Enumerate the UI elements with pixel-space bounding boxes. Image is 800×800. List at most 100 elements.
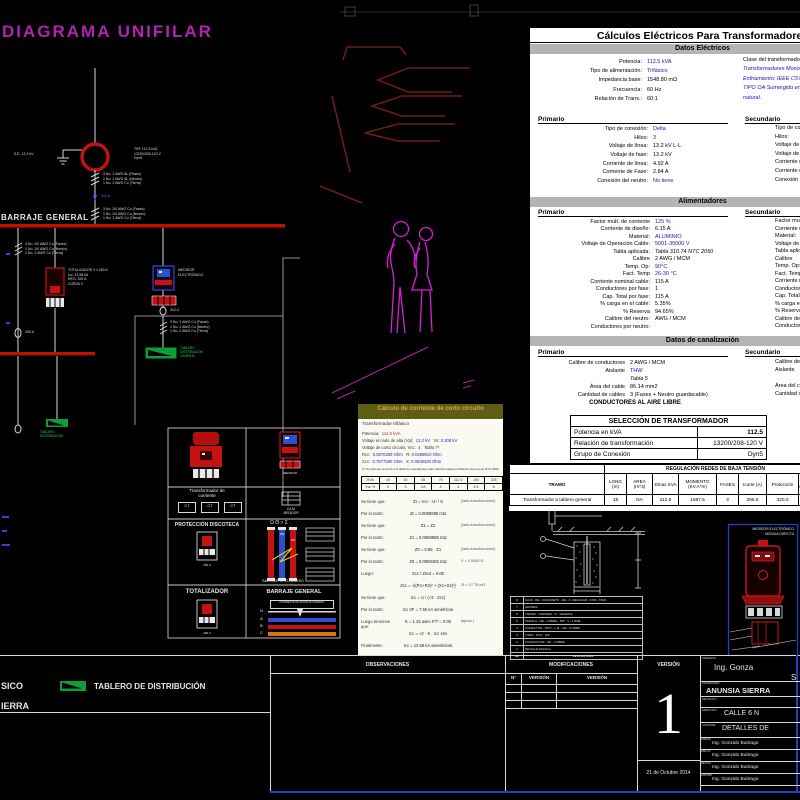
legend-fragment-1: SICO (1, 681, 24, 691)
alimentadores-band: Alimentadores (530, 197, 800, 207)
version-header: VERSIÓN (657, 662, 680, 668)
feeder-bt-label: 3 No. 2/0 AWG Cu (Fases)1 No. 2/0 AWG Cu… (103, 207, 146, 221)
meter-detail-drawing (727, 523, 799, 657)
ground-icon (57, 150, 69, 165)
breaker-symbol (45, 267, 65, 307)
presenta-name-2: S (791, 673, 797, 682)
primario-header: Primario (538, 116, 728, 124)
node-icon (14, 424, 22, 434)
legend-fragment-2: IERRA (1, 701, 30, 711)
sign-name: Ing. Gonzalo Buitrago (712, 777, 759, 782)
viewport-outline (134, 257, 300, 497)
grounding-detail-drawing (540, 509, 645, 594)
sheet-mark-icon (469, 4, 479, 17)
date: 21 de Octubre 2014 (646, 770, 691, 776)
bus-drops (14, 228, 168, 425)
phase-a: A (260, 616, 263, 621)
source-label: S.E. 13.2 kV (14, 152, 34, 156)
current-label: 312 A (101, 194, 110, 198)
conexion-secundario-rows: Tipo de conexión:Hilos: Voltaje de línea… (775, 125, 800, 183)
totalizador-title: TOTALIZADOR (185, 589, 229, 595)
feeder-g3-label: 3 No. 2/0 AWG Cu (Fases)1 No. 2/0 AWG Cu… (25, 242, 68, 256)
feeder-g4-label: 3 No. 2 AWG Cu (Fases)1 No. 2 AWG Cu (Ne… (170, 320, 210, 334)
legend-totalizador-symbol (196, 599, 218, 629)
ct-box: CT (178, 502, 196, 513)
barraje-secundario-title: BARRAJE SECUNDARIO (262, 579, 304, 583)
sign-role: DIBUJÓ (701, 750, 711, 753)
propietario-name: ANUNSIA SIERRA (706, 686, 771, 695)
bus-general-label: BARRAJE GENERAL (1, 213, 89, 222)
node-icon (159, 306, 167, 316)
contiene-value: DETALLES DE (722, 725, 769, 732)
legend-barraje-general-symbol (268, 609, 336, 636)
version-number: 1 (654, 681, 683, 746)
datos-left-rows: Potencia:112.5 kVA Tipo de alimentación:… (589, 58, 678, 103)
totalizador-rating: 400 A (203, 631, 211, 635)
legend-meter-label: MEDIDOR (282, 471, 298, 475)
sheet-mark-icon (344, 6, 356, 17)
electrical-calcs-table: Cálculos Eléctricos Para Transformadores… (530, 28, 800, 463)
phase-c: C (260, 630, 263, 635)
sign-name: Ing. Gonzalo Buitrago (712, 765, 759, 770)
node2-label: 312 A (170, 308, 179, 312)
secundario-header: Secundario (745, 116, 800, 124)
canal-note: CONDUCTORES AL AIRE LIBRE (589, 400, 681, 406)
drawing-title: DIAGRAMA UNIFILAR (2, 22, 213, 41)
distribution-panel-icon (60, 681, 86, 691)
short-circuit-title: Cálculo de corriente de corto circuito (358, 404, 503, 419)
mod-col-v2: VERSIÓN (586, 675, 608, 680)
phase-b: B (260, 623, 263, 628)
sign-name: Ing. Gonzalo Buitrago (712, 753, 759, 758)
person-silhouette (386, 220, 434, 334)
main-bus-bar (0, 224, 285, 228)
canal-primario-header: Primario (538, 349, 728, 357)
viewport-border (270, 791, 800, 793)
sign-role: DISEÑÓ (701, 738, 711, 741)
legend-tablero-label: TABLERO DE DISTRIBUCIÓN (94, 682, 206, 691)
phase-n: N (260, 608, 263, 613)
distribution-panel-icon (46, 419, 68, 427)
ct-box: CT (201, 502, 219, 513)
alim-primario-header: Primario (538, 209, 728, 217)
conexion-primario-rows: Tipo de conexión:Delta Hilos:3 Voltaje d… (597, 126, 682, 184)
regulacion-table: REGULACIÓN REDES DE BAJA TENSIÓN TRAMO L… (509, 464, 800, 506)
legend-barraje-secundario-symbol (267, 527, 335, 582)
short-circuit-sheet: Cálculo de corriente de corto circuito T… (358, 404, 503, 656)
proyecto-label: PROYECTO (702, 698, 717, 701)
direccion-label: DIRECCIÓN (702, 709, 717, 712)
distribution-panel-icon (145, 347, 177, 359)
sign-role: REVISÓ (701, 762, 711, 765)
mod-col-v1: VERSIÓN (528, 675, 550, 680)
proteccion-title: PROTECCIÓN DISCOTECA (174, 522, 240, 528)
node1-label: 400 A (25, 330, 34, 334)
alim-secundario-header: Secundario (745, 209, 800, 217)
presenta-name: Ing. Gonza (714, 663, 754, 672)
feeder-mt-label: 3 No. 2 AWG AL (Fases)1 No. 2 AWG AL (Ne… (103, 172, 143, 186)
calc-subtitle: Transformador trifásico (362, 421, 410, 426)
calcs-title: Cálculos Eléctricos Para Transformadores (596, 30, 800, 42)
calc-footnote: (*) Tomado de acuerdo a la tabla de impe… (362, 467, 499, 471)
alim-secundario-rows: Factor mult. de corrienteCorriente de di… (775, 218, 800, 329)
legend-proteccion-symbol (196, 531, 218, 561)
presenta-label: PRESENTA (702, 657, 716, 660)
modificaciones-header: MODIFICACIONES (549, 662, 593, 668)
canalizacion-band: Datos de canalización (530, 336, 800, 346)
magenta-marks (331, 346, 475, 400)
bg-note: CORRIENTE DE BARRAJE GENERAL (270, 600, 334, 609)
datos-right-rows: Clase del transformador : Transformadore… (743, 57, 800, 101)
sign-name: Ing. Gonzalo Buitrago (712, 741, 759, 746)
contiene-label: CONTIENE (702, 724, 716, 727)
datos-electricos-band: Datos Eléctricos (530, 44, 800, 54)
